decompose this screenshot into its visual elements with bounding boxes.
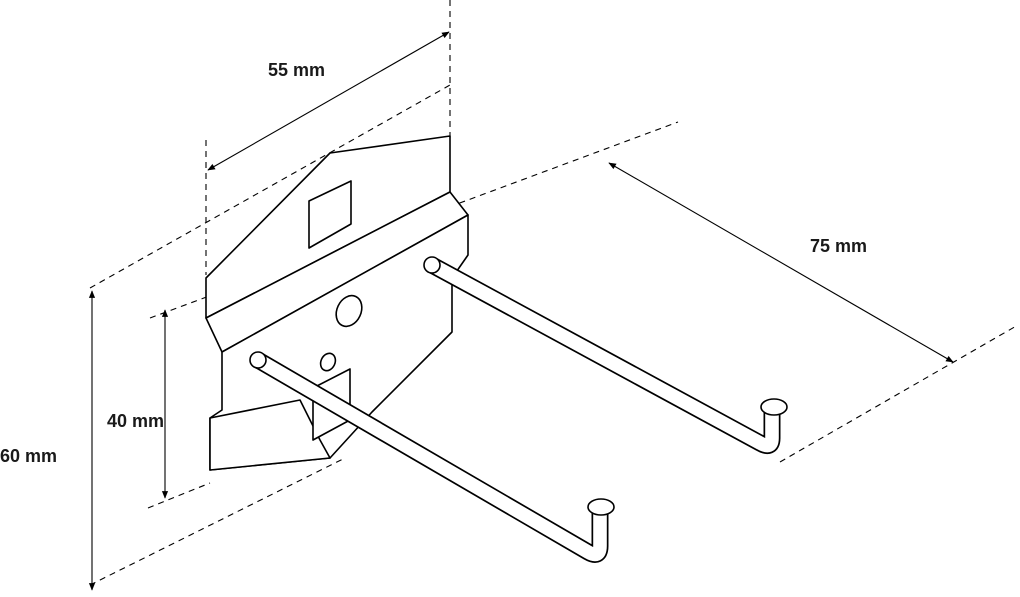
back-plate — [205, 135, 469, 471]
dim-arrow-75 — [608, 162, 954, 363]
round-hole-small — [319, 352, 337, 372]
dimension-label-40: 40 mm — [107, 411, 165, 431]
rod-tip-front — [587, 498, 615, 516]
square-slot-upper — [308, 180, 352, 249]
hook-rods — [249, 256, 788, 563]
dimension-arrows — [88, 31, 954, 591]
dimension-label-75: 75 mm — [810, 236, 868, 256]
dim-arrow-55 — [207, 31, 450, 171]
dimension-label-55: 55 mm — [268, 60, 326, 80]
rod-tip-back — [760, 398, 788, 416]
dimension-label-60: 60 mm — [0, 446, 58, 466]
round-hole-large — [335, 294, 363, 328]
